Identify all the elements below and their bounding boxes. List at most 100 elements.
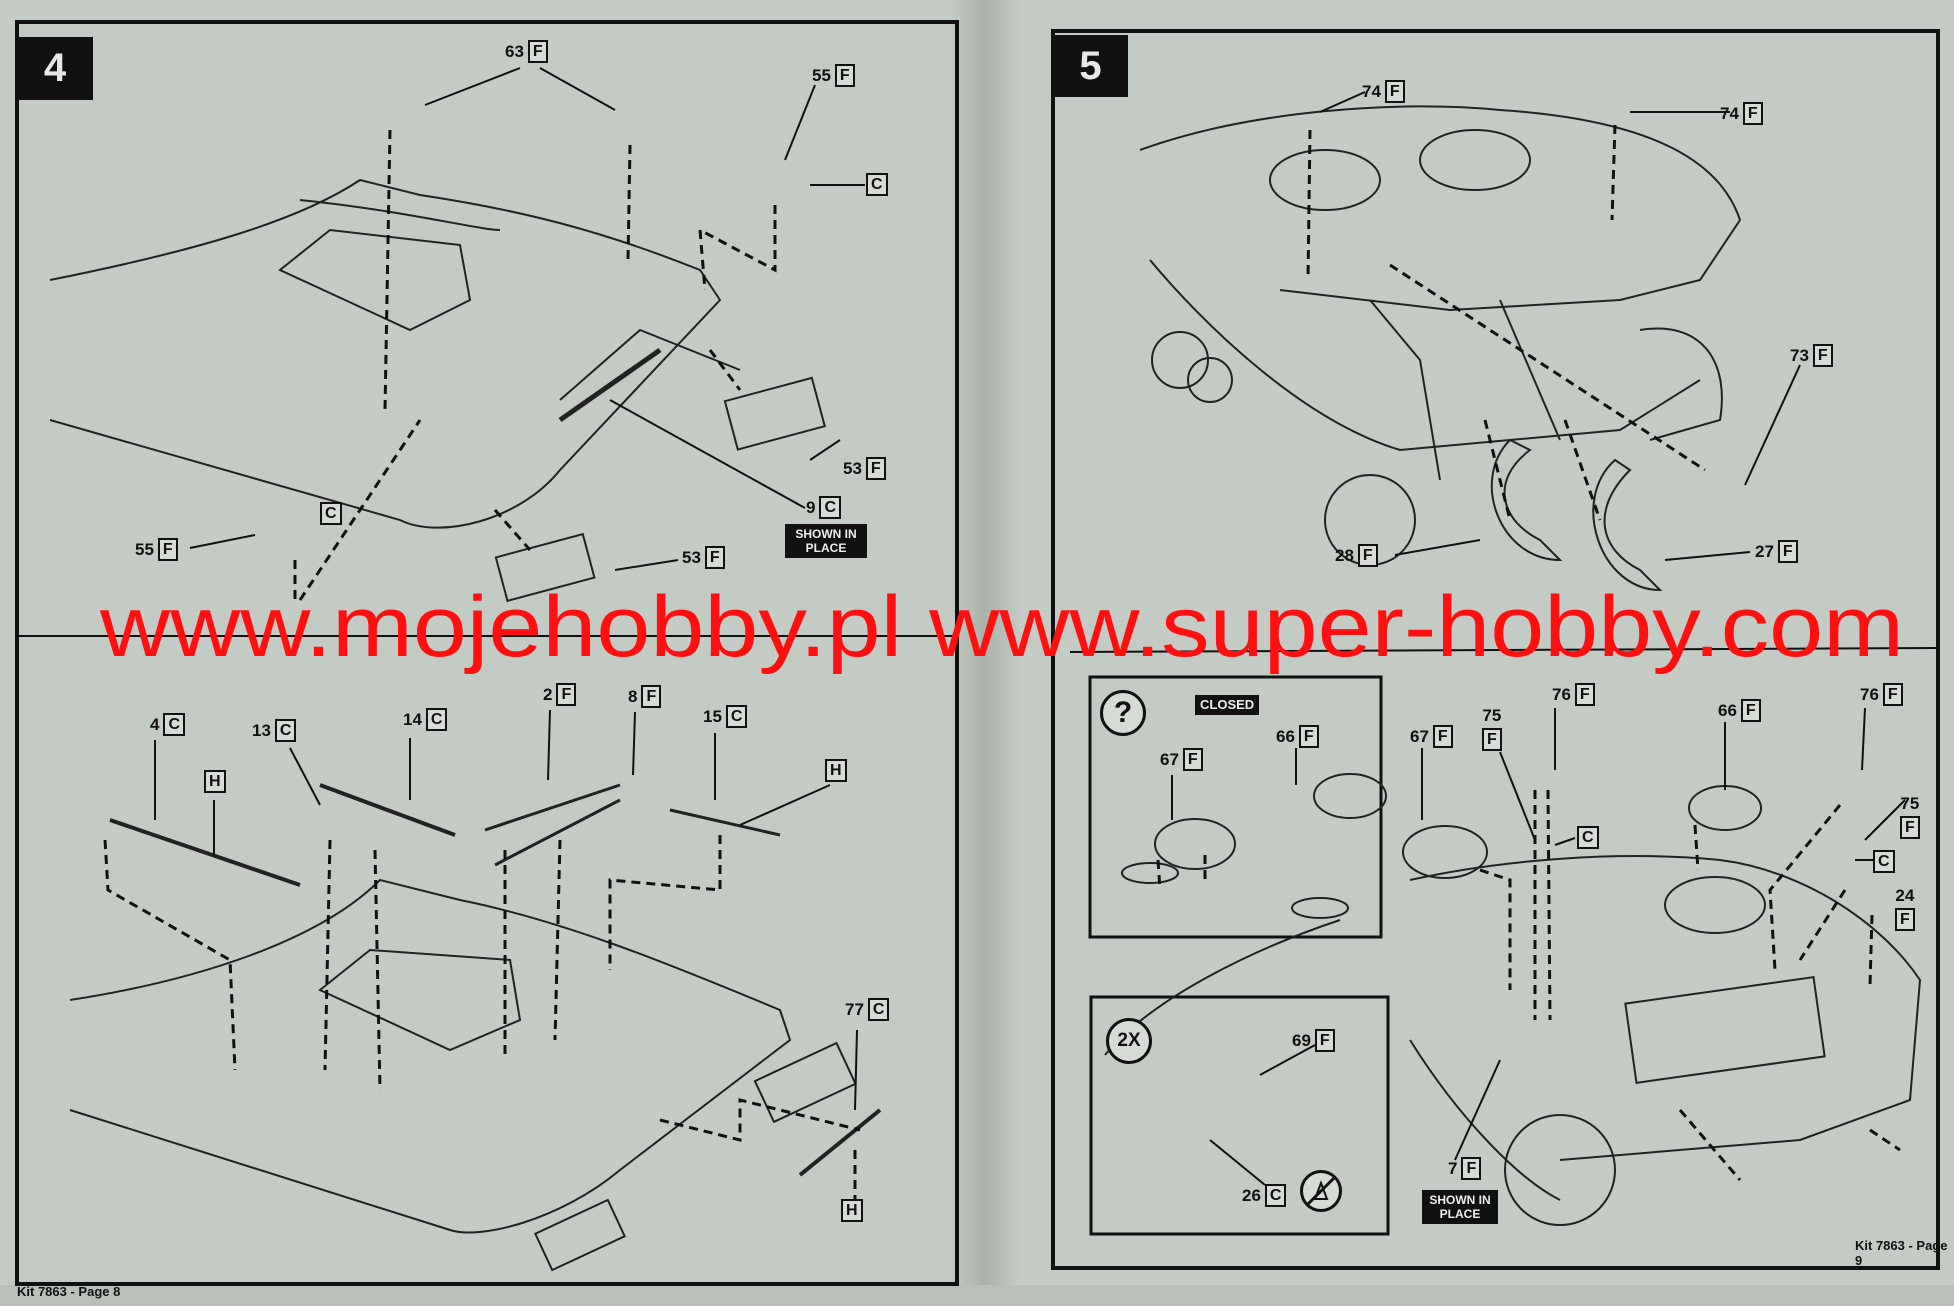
part-number: 73	[1790, 345, 1809, 365]
step5-lower-hull	[1104, 773, 1922, 1226]
part-number: 2	[543, 684, 553, 704]
part-number: 4	[150, 714, 160, 734]
part-number: 67	[1160, 749, 1179, 769]
sprue-letter: F	[1882, 683, 1903, 706]
question-mark-icon: ?	[1100, 690, 1146, 736]
part-number: 15	[703, 706, 722, 726]
part-number: 9	[806, 497, 816, 517]
step5-upper-leader-lines	[1319, 91, 1801, 561]
sprue-letter: F	[1461, 1157, 1482, 1180]
sprue-letter: C	[425, 708, 448, 731]
multiplier-badge: 2X	[1106, 1018, 1152, 1064]
part-number: 7	[1448, 1158, 1458, 1178]
sprue-letter: F	[1740, 699, 1761, 722]
part-number: 74	[1362, 81, 1381, 101]
step4-upper-leader-lines	[189, 67, 865, 571]
part-callout: H	[841, 1199, 863, 1222]
sprue-letter: F	[1482, 728, 1502, 751]
part-callout: C	[1577, 826, 1599, 849]
part-callout: C	[1873, 850, 1895, 873]
part-number: 55	[812, 65, 831, 85]
sprue-letter: H	[825, 759, 847, 782]
part-callout: C	[866, 173, 888, 196]
part-number: 8	[628, 686, 638, 706]
sprue-letter: F	[1895, 908, 1915, 931]
sprue-letter: F	[1357, 544, 1378, 567]
step4-upper-dashes	[293, 129, 777, 601]
sprue-letter: C	[163, 713, 186, 736]
sprue-letter: F	[1812, 344, 1833, 367]
part-number: 67	[1410, 726, 1429, 746]
sprue-letter: F	[1432, 725, 1453, 748]
sprue-letter: H	[841, 1199, 863, 1222]
sprue-letter: C	[1264, 1184, 1287, 1207]
sprue-letter: F	[1574, 683, 1595, 706]
shown-in-place-tag: SHOWN IN PLACE	[785, 524, 867, 558]
part-number: 74	[1720, 103, 1739, 123]
part-number: 69	[1292, 1030, 1311, 1050]
shown-in-place-tag: SHOWN IN PLACE	[1422, 1190, 1498, 1224]
part-number: 77	[845, 999, 864, 1019]
part-number: 27	[1755, 541, 1774, 561]
step5-tank-hull	[1139, 105, 1742, 592]
part-number: 63	[505, 41, 524, 61]
sprue-letter: F	[1742, 102, 1763, 125]
part-number: 26	[1242, 1185, 1261, 1205]
part-number: 53	[682, 547, 701, 567]
sprue-letter: F	[1314, 1029, 1335, 1052]
part-number: 53	[843, 458, 862, 478]
left-page-frame	[15, 20, 959, 1286]
step4-upper-hull	[49, 178, 826, 603]
step4-lower-leader-lines	[154, 709, 858, 1111]
part-number: 76	[1860, 684, 1879, 704]
step4-lower-hull	[69, 783, 882, 1272]
sprue-letter: F	[527, 40, 548, 63]
sprue-letter: F	[1900, 816, 1920, 839]
part-number: 66	[1276, 726, 1295, 746]
part-number: 13	[252, 720, 271, 740]
sprue-letter: C	[1577, 826, 1599, 849]
part-number: 75	[1900, 794, 1920, 813]
part-number: 76	[1552, 684, 1571, 704]
page-footer: Kit 7863 - Page 8	[17, 1284, 121, 1299]
part-number: 55	[135, 539, 154, 559]
watermark-text: www.mojehobby.pl www.super-hobby.com	[99, 579, 1904, 675]
step-number-badge: 5	[1053, 35, 1128, 97]
sprue-letter: F	[556, 683, 577, 706]
closed-tag: CLOSED	[1195, 695, 1260, 715]
step5-upper-dashes	[1306, 124, 1706, 521]
sprue-letter: F	[157, 538, 178, 561]
part-number: 28	[1335, 545, 1354, 565]
sprue-letter: F	[834, 64, 855, 87]
sprue-letter: C	[867, 998, 890, 1021]
step4-lower-dashes	[103, 835, 861, 1200]
sprue-letter: C	[819, 496, 842, 519]
part-callout: C	[320, 502, 342, 525]
